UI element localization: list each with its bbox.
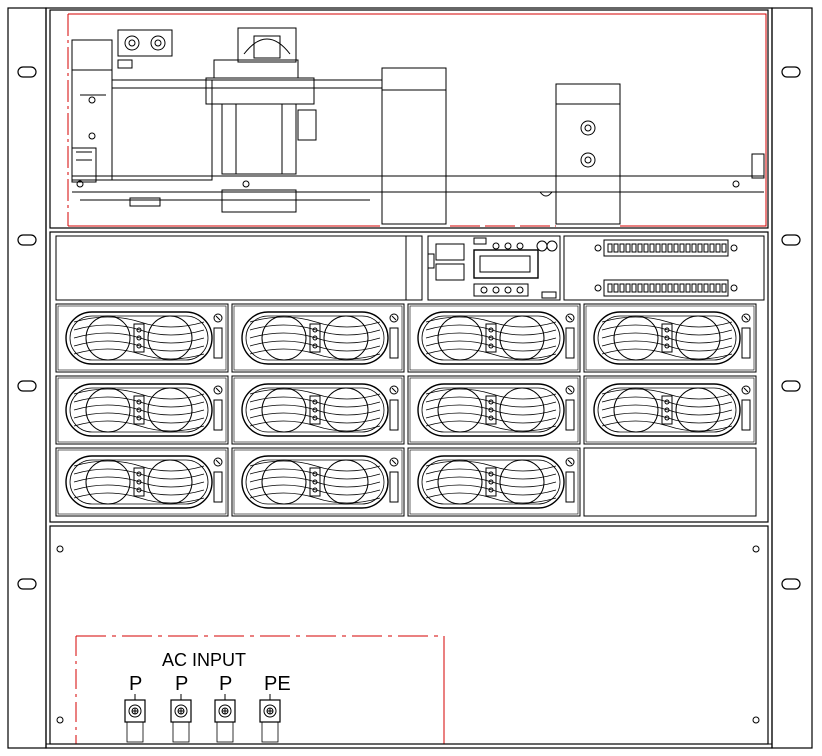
rectifier-module — [55, 447, 229, 517]
terminal-strip-lower — [603, 279, 729, 297]
fan-grille-icon — [73, 459, 205, 505]
mounting-slot — [17, 578, 37, 590]
terminal-label: P — [219, 673, 232, 695]
fan-grille-icon — [249, 387, 381, 433]
screw-terminal-icon — [128, 704, 142, 718]
mounting-slots — [17, 66, 801, 590]
rack-body — [45, 7, 773, 749]
fan-grille-icon — [425, 387, 557, 433]
rectifier-module — [583, 303, 757, 373]
rectifier-module — [231, 447, 405, 517]
ac-terminal-2: P — [170, 673, 192, 743]
shunt-block-right — [555, 83, 621, 225]
rectifier-module — [407, 375, 581, 445]
screw-terminal-icon — [263, 704, 277, 718]
mounting-slot — [781, 578, 801, 590]
ac-input-terminals: P P P PE — [124, 673, 291, 743]
rectifier-module-grid — [55, 303, 757, 517]
ac-terminal-3: P — [214, 673, 236, 743]
ac-terminal-4: PE — [259, 673, 291, 743]
terminal-strip-upper — [603, 239, 729, 257]
rectifier-module — [583, 375, 757, 445]
fan-grille-icon — [73, 387, 205, 433]
top-distribution-section — [67, 13, 767, 227]
fan-grille-icon — [601, 387, 733, 433]
rectifier-module — [407, 303, 581, 373]
screw-terminal-icon — [218, 704, 232, 718]
terminal-label: P — [175, 673, 188, 695]
rj45-port — [435, 263, 465, 281]
blank-panel-top — [55, 235, 407, 301]
fan-grille-icon — [249, 315, 381, 361]
mounting-slot — [17, 380, 37, 392]
rack-ear-right — [771, 7, 813, 749]
fan-grille-icon — [601, 315, 733, 361]
shunt-block-left — [381, 67, 447, 225]
ac-terminal-1: P — [124, 673, 146, 743]
rectifier-module — [231, 303, 405, 373]
mounting-slot — [781, 380, 801, 392]
rack-frame — [7, 7, 813, 749]
mounting-slot — [781, 234, 801, 246]
mounting-slot — [17, 234, 37, 246]
controller-row — [55, 235, 765, 301]
fan-grille-icon — [73, 315, 205, 361]
screw-terminal-icon — [174, 704, 188, 718]
mounting-slot — [781, 66, 801, 78]
blank-slot-panel — [583, 447, 757, 517]
signal-terminal-block — [563, 235, 765, 301]
rectifier-module — [55, 375, 229, 445]
ac-input-panel — [56, 545, 760, 745]
fan-grille-icon — [249, 459, 381, 505]
lcd-display — [473, 249, 539, 279]
rectifier-module — [55, 303, 229, 373]
reset-knob-icon — [536, 240, 548, 252]
rectifier-module — [407, 447, 581, 517]
rectifier-module — [231, 375, 405, 445]
monitoring-unit — [427, 235, 561, 301]
fan-grille-icon — [425, 315, 557, 361]
rack-ear-left — [7, 7, 47, 749]
fan-grille-icon — [425, 459, 557, 505]
mounting-slot — [17, 66, 37, 78]
rj45-port — [435, 243, 465, 261]
terminal-label: PE — [264, 673, 291, 695]
terminal-label: P — [129, 673, 142, 695]
ac-input-title: AC INPUT — [162, 650, 246, 670]
top-red-outline — [68, 13, 767, 227]
